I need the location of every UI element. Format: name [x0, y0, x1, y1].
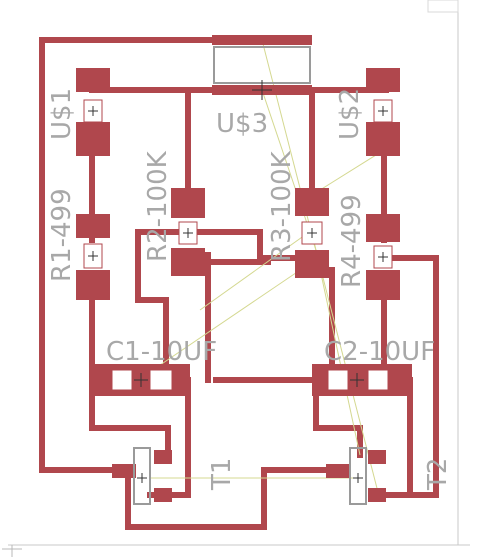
label-r4: R4-499	[337, 194, 367, 288]
label-t2: T2	[423, 458, 453, 491]
component-t2[interactable]	[326, 447, 386, 505]
label-r2: R2-100K	[143, 150, 173, 262]
component-us3[interactable]	[212, 35, 312, 100]
label-c2: C2-10UF	[324, 337, 435, 367]
label-c1: C1-10UF	[106, 337, 217, 367]
component-c1[interactable]	[90, 364, 190, 396]
component-r4[interactable]	[366, 214, 400, 300]
component-r2[interactable]	[171, 188, 205, 276]
component-us2[interactable]	[366, 68, 400, 156]
component-us1[interactable]	[76, 68, 110, 156]
component-c2[interactable]	[312, 364, 412, 396]
label-us2: U$2	[335, 88, 365, 140]
component-r1[interactable]	[76, 214, 110, 300]
component-r3[interactable]	[295, 188, 329, 278]
component-labels: U$1 U$2 U$3 R1-499 R2-100K R3-100K R4-49…	[47, 88, 453, 491]
label-us3: U$3	[216, 109, 268, 139]
label-t1: T1	[207, 458, 237, 491]
label-r3: R3-100K	[267, 150, 297, 262]
component-t1[interactable]	[112, 447, 172, 505]
label-r1: R1-499	[47, 188, 77, 282]
label-us1: U$1	[47, 88, 77, 140]
